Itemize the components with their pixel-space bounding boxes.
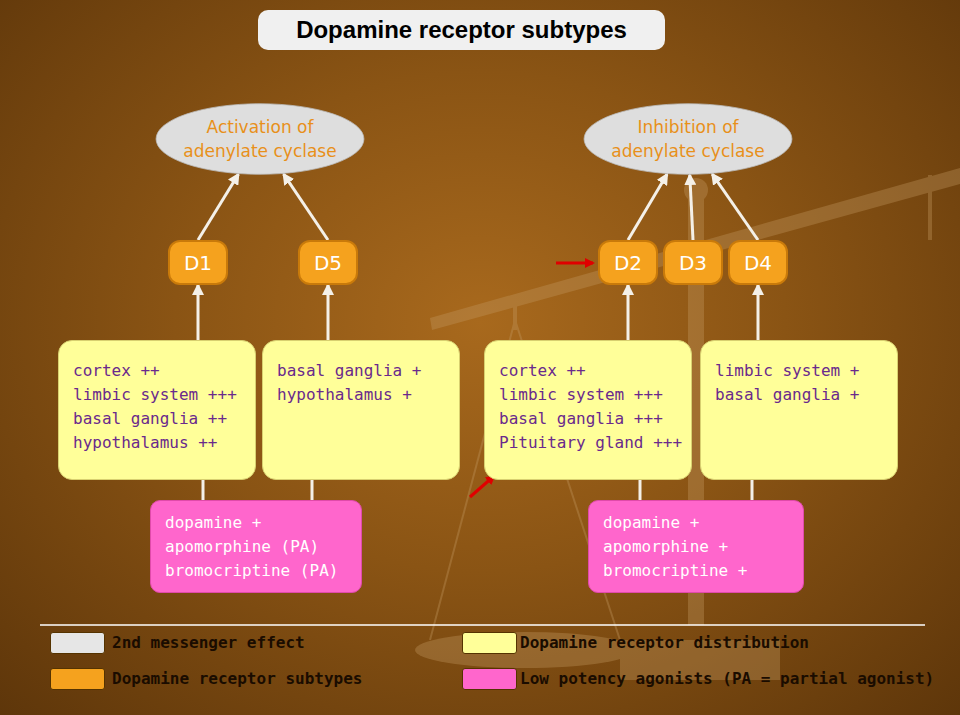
node-text: hypothalamus +: [277, 383, 449, 407]
node-text: basal ganglia ++: [73, 407, 245, 431]
connector: [712, 174, 758, 240]
node-text: basal ganglia +: [277, 359, 449, 383]
legend-swatch: [50, 632, 105, 654]
receptor-box: D2: [598, 240, 658, 285]
node-text: D2: [614, 251, 642, 275]
ellipse-outline: [155, 103, 365, 175]
node-text: basal ganglia +: [715, 383, 887, 407]
legend-swatch: [462, 632, 517, 654]
ellipse-outline: [583, 103, 793, 175]
title-box: Dopamine receptor subtypes: [258, 10, 665, 50]
node-text: Pituitary gland +++: [499, 431, 681, 455]
scale-chain: [928, 175, 932, 240]
node-text: Inhibition of adenylate cyclase: [602, 115, 774, 163]
second-messenger-ellipse: Activation of adenylate cyclase: [155, 103, 365, 175]
node-text: hypothalamus ++: [73, 431, 245, 455]
text-group: Activation of adenylate cyclase: [174, 115, 346, 163]
connector: [284, 174, 328, 240]
legend-text: Dopamine receptor subtypes: [112, 668, 362, 690]
node-text: Activation of adenylate cyclase: [174, 115, 346, 163]
scale-pivot: [684, 178, 708, 202]
node-text: apomorphine (PA): [165, 535, 353, 559]
title-text: Dopamine receptor subtypes: [296, 16, 627, 44]
connector: [690, 175, 693, 240]
distribution-box: limbic system +basal ganglia +: [700, 340, 898, 480]
connector: [757, 285, 760, 340]
node-text: D5: [314, 251, 342, 275]
node-text: dopamine +: [165, 511, 353, 535]
connector: [628, 174, 667, 240]
legend-text: Low potency agonists (PA = partial agoni…: [520, 668, 934, 690]
text-group: Inhibition of adenylate cyclase: [602, 115, 774, 163]
node-text: basal ganglia +++: [499, 407, 681, 431]
scale-beam: [430, 168, 960, 330]
node-text: limbic system +: [715, 359, 887, 383]
legend-divider: [40, 624, 925, 626]
connector: [639, 480, 642, 500]
connector: [327, 285, 330, 340]
node-text: limbic system +++: [499, 383, 681, 407]
node-text: D4: [744, 251, 772, 275]
node-text: cortex ++: [73, 359, 245, 383]
distribution-box: basal ganglia +hypothalamus +: [262, 340, 460, 480]
node-text: D3: [679, 251, 707, 275]
node-text: bromocriptine (PA): [165, 559, 353, 583]
node-text: bromocriptine +: [603, 559, 795, 583]
node-text: limbic system +++: [73, 383, 245, 407]
highlight-arrow: [556, 262, 593, 265]
highlight-arrow: [470, 476, 494, 497]
receptor-box: D5: [298, 240, 358, 285]
legend-text: Dopamine receptor distribution: [520, 632, 809, 654]
receptor-box: D3: [663, 240, 723, 285]
second-messenger-ellipse: Inhibition of adenylate cyclase: [583, 103, 793, 175]
receptor-box: D1: [168, 240, 228, 285]
agonist-box: dopamine +apomorphine +bromocriptine +: [588, 500, 804, 593]
node-text: D1: [184, 251, 212, 275]
connector: [627, 285, 630, 340]
distribution-box: cortex ++limbic system +++basal ganglia …: [58, 340, 256, 480]
node-text: dopamine +: [603, 511, 795, 535]
node-text: cortex ++: [499, 359, 681, 383]
receptor-box: D4: [728, 240, 788, 285]
node-text: apomorphine +: [603, 535, 795, 559]
connector: [202, 480, 205, 500]
connector: [198, 174, 238, 240]
legend-swatch: [50, 668, 105, 690]
connector: [751, 480, 754, 500]
connector: [311, 480, 314, 500]
agonist-box: dopamine +apomorphine (PA)bromocriptine …: [150, 500, 362, 593]
connector: [197, 285, 200, 340]
distribution-box: cortex ++limbic system +++basal ganglia …: [484, 340, 692, 480]
legend-text: 2nd messenger effect: [112, 632, 305, 654]
legend-swatch: [462, 668, 517, 690]
